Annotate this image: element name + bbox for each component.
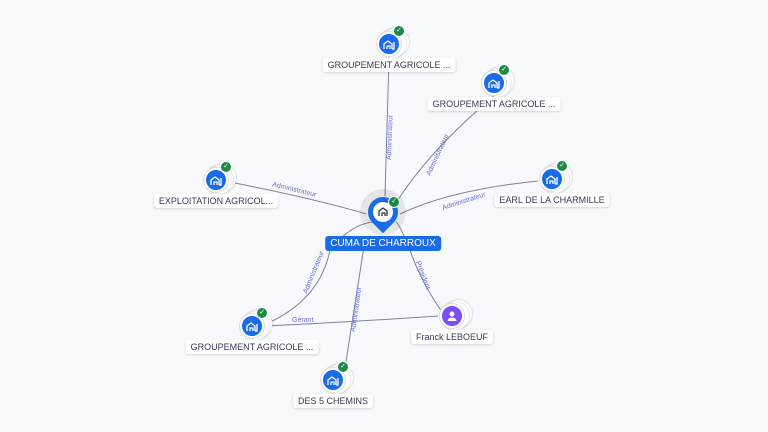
edge-label: Administrateur [425,132,451,176]
verified-check-icon: ✓ [220,161,232,173]
node-label: DES 5 CHEMINS [292,394,374,408]
verified-check-icon: ✓ [388,196,400,208]
verified-check-icon: ✓ [556,160,568,172]
edge-label: Président [414,260,431,290]
edge-bottom-left [265,221,373,325]
edge-label: Administrateur [350,286,363,332]
verified-check-icon: ✓ [393,25,405,37]
edge-right [399,180,539,215]
node-label: GROUPEMENT AGRICOLE ... [427,97,561,111]
person-icon [440,304,464,328]
edge-label: Gérant [292,317,313,324]
node-label: EXPLOITATION AGRICOL... [153,194,279,208]
edge-bottom [344,239,366,369]
edge-person-bottom-left [265,315,439,327]
edge-label: Administrateur [386,114,395,160]
edge-label: Administrateur [441,191,487,212]
edge-label: Administrateur [272,181,318,199]
building-icon [240,314,264,338]
verified-check-icon: ✓ [498,64,510,76]
edge-top-right [397,95,495,201]
building-icon [204,168,228,192]
verified-check-icon: ✓ [337,361,349,373]
verified-check-icon: ✓ [256,307,268,319]
node-label: Franck LEBOEUF [410,330,494,344]
building-icon [482,71,506,95]
edge-top [384,57,390,197]
node-label: GROUPEMENT AGRICOLE ... [185,340,319,354]
building-icon [321,368,345,392]
edge-left [229,181,367,215]
building-icon [373,202,393,222]
node-label: GROUPEMENT AGRICOLE ... [322,58,456,72]
center-label: CUMA DE CHARROUX [325,236,441,251]
node-label: EARL DE LA CHARMILLE [494,193,610,207]
